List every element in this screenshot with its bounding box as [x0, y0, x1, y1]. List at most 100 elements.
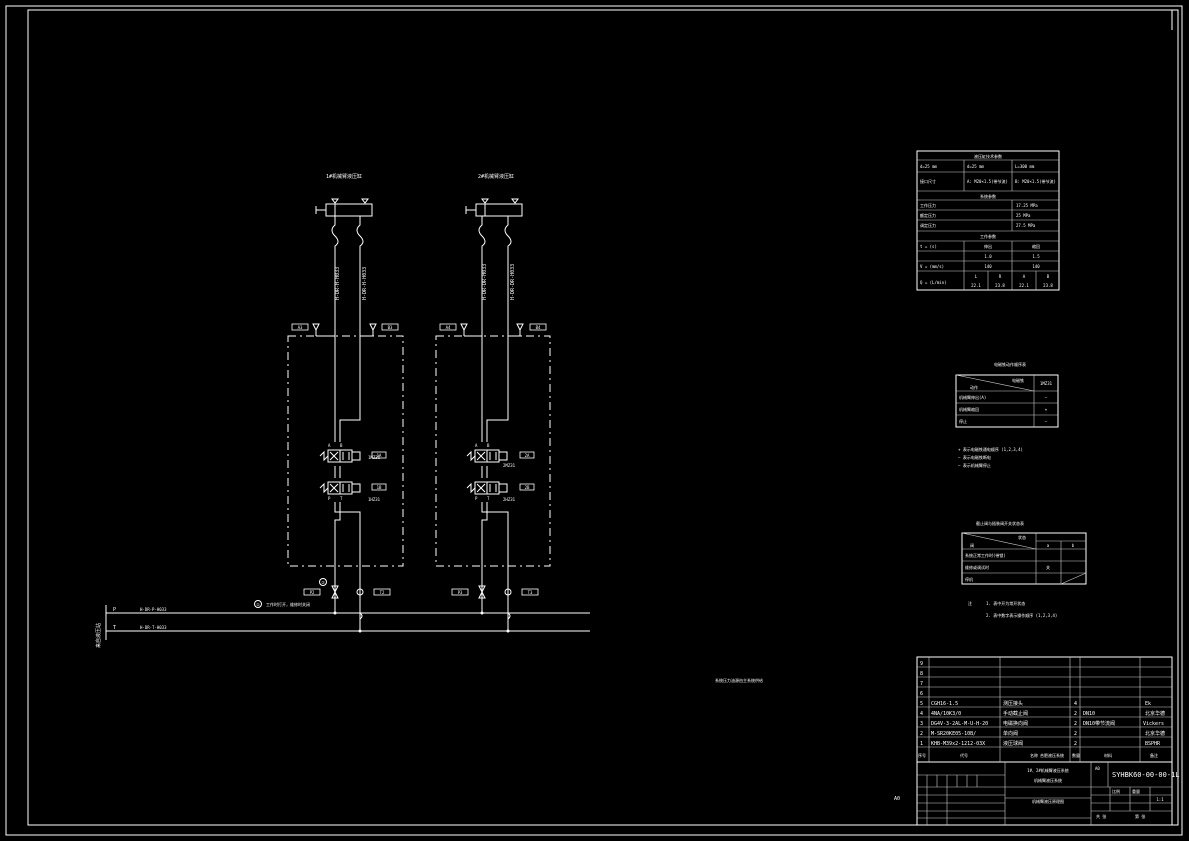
- svg-text:Ek: Ek: [1145, 701, 1151, 707]
- solenoid-table: 电磁铁动作顺序表 动作 电磁铁 1MZ31 机械臂伸出(A) — 机械臂缩回 +…: [955, 361, 1059, 468]
- valve-block-left: [287, 335, 404, 567]
- svg-text:A3: A3: [298, 325, 303, 330]
- svg-text:4: 4: [920, 711, 923, 717]
- inner-frame: [27, 9, 1179, 826]
- hose-label-2: H-DR-H-H033: [362, 267, 368, 300]
- valve-block-right: [435, 335, 551, 567]
- mid-note: 系统压力油源由主系统供给: [715, 677, 763, 683]
- svg-text:A: M20×1.5(带节流): A: M20×1.5(带节流): [967, 178, 1008, 184]
- svg-text:L=300 mm: L=300 mm: [1015, 164, 1035, 169]
- svg-text:Q = (L/min): Q = (L/min): [920, 280, 947, 285]
- svg-text:6: 6: [920, 691, 923, 697]
- svg-text:5: 5: [920, 701, 923, 707]
- svg-text:工作参数: 工作参数: [980, 233, 996, 239]
- actuator-right-title: 2#机械臂液压缸: [478, 173, 514, 180]
- valve-tag-1: 1MZ31: [368, 455, 381, 460]
- svg-text:A4: A4: [446, 325, 451, 330]
- valve-2HZ31: P T 2HZ31: [466, 481, 516, 502]
- svg-text:2. 表中数字表示操作顺序 (1,2,3,4): 2. 表中数字表示操作顺序 (1,2,3,4): [986, 612, 1057, 618]
- svg-text:17.25 MPa: 17.25 MPa: [1016, 203, 1038, 208]
- svg-text:阀: 阀: [970, 542, 974, 548]
- svg-text:第 张: 第 张: [1135, 813, 1145, 819]
- svg-text:1A: 1A: [377, 453, 382, 458]
- svg-text:截止阀与插装阀开关状态表: 截止阀与插装阀开关状态表: [976, 520, 1024, 526]
- svg-text:23.8: 23.8: [995, 283, 1005, 288]
- svg-text:d=25 mm: d=25 mm: [920, 164, 937, 169]
- svg-text:1:1: 1:1: [1156, 797, 1164, 802]
- svg-text:注: 注: [968, 600, 972, 606]
- hose-label-4: H-DR-DR-H033: [510, 264, 516, 300]
- svg-text:1.0: 1.0: [984, 254, 992, 259]
- svg-text:+: +: [1045, 407, 1048, 412]
- corner-mark: A0: [894, 796, 900, 802]
- svg-text:M-SR20KE05-10B/: M-SR20KE05-10B/: [931, 731, 976, 737]
- t-line-label: T: [113, 625, 116, 631]
- svg-text:数量: 数量: [1072, 752, 1080, 758]
- test-points-top: [312, 323, 524, 337]
- hose-label-1: H-DR-H-H033: [335, 267, 341, 300]
- svg-text:接口尺寸: 接口尺寸: [920, 178, 936, 184]
- svg-text:B: B: [340, 443, 343, 448]
- svg-text:代号: 代号: [960, 752, 968, 758]
- svg-text:140: 140: [1032, 264, 1040, 269]
- svg-text:7: 7: [920, 681, 923, 687]
- svg-text:— 表示机械臂停止: — 表示机械臂停止: [958, 462, 991, 468]
- svg-text:KHB-M39x2-1212-03X: KHB-M39x2-1212-03X: [931, 741, 985, 747]
- valve-1MZ31: A B 1MZ31: [319, 443, 381, 463]
- svg-text:T: T: [487, 496, 490, 501]
- svg-text:B3: B3: [388, 325, 393, 330]
- svg-text:1. 表中开为常开状态: 1. 表中开为常开状态: [986, 600, 1025, 606]
- svg-text:P3: P3: [458, 590, 463, 595]
- hydraulic-schematic: 1#机械臂液压缸 2#机械臂液压缸 H-DR-H-H033 H-DR-H-H03…: [95, 173, 763, 683]
- svg-text:动作: 动作: [970, 384, 978, 390]
- svg-text:电磁换向阀: 电磁换向阀: [1003, 720, 1028, 727]
- svg-text:停机: 停机: [965, 576, 973, 582]
- port-tags-top: A3 B3 A4 B4: [291, 323, 547, 331]
- svg-text:调定压力: 调定压力: [920, 222, 936, 228]
- svg-text:—: —: [1045, 419, 1048, 424]
- svg-text:P2: P2: [310, 590, 315, 595]
- svg-text:2B: 2B: [525, 485, 530, 490]
- valve-tag-4: 2HZ31: [503, 497, 516, 502]
- svg-text:+ 表示电磁铁通电顺序 (1,2,3,4): + 表示电磁铁通电顺序 (1,2,3,4): [958, 446, 1023, 452]
- svg-text:1B: 1B: [377, 485, 382, 490]
- svg-text:A0: A0: [1095, 766, 1100, 771]
- drawing-number: SYHBK60-00-00-1L: [1112, 771, 1179, 779]
- svg-text:d=25 mm: d=25 mm: [967, 164, 984, 169]
- svg-text:DN10: DN10: [1083, 711, 1095, 717]
- side-tags: 1A 1B 2A 2B: [371, 451, 535, 491]
- actuator-left-title: 1#机械臂液压缸: [326, 173, 362, 180]
- svg-text:a: a: [1047, 543, 1050, 548]
- svg-text:Vickers: Vickers: [1143, 721, 1164, 727]
- svg-text:1#、2#机械臂液压系统: 1#、2#机械臂液压系统: [1027, 767, 1069, 773]
- svg-text:1.5: 1.5: [1032, 254, 1040, 259]
- svg-text:—: —: [1045, 395, 1048, 400]
- svg-text:名称: 名称: [1030, 752, 1038, 758]
- svg-text:机械臂液压原理图: 机械臂液压原理图: [1032, 798, 1064, 804]
- svg-text:停止: 停止: [959, 418, 967, 424]
- svg-text:t = (s): t = (s): [920, 244, 937, 249]
- svg-text:北京华德: 北京华德: [1145, 710, 1165, 717]
- cylinder-right: [465, 198, 523, 217]
- svg-text:8: 8: [920, 671, 923, 677]
- svg-text:2: 2: [1074, 731, 1077, 737]
- svg-text:22.1: 22.1: [971, 283, 981, 288]
- svg-text:机械臂缩回: 机械臂缩回: [959, 406, 979, 412]
- svg-text:T: T: [340, 496, 343, 501]
- port-tags-bottom: P2 T2 P3 T3: [303, 588, 539, 596]
- svg-text:机械臂液压系统: 机械臂液压系统: [1034, 777, 1062, 783]
- svg-text:重量: 重量: [1132, 788, 1140, 794]
- svg-text:液压缸技术参数: 液压缸技术参数: [974, 153, 1002, 159]
- svg-text:4NA/10K3/0: 4NA/10K3/0: [931, 711, 961, 717]
- svg-text:B: M20×1.5(带节流): B: M20×1.5(带节流): [1015, 178, 1056, 184]
- svg-text:— 表示电磁铁断电: — 表示电磁铁断电: [958, 454, 991, 460]
- svg-text:B4: B4: [536, 325, 541, 330]
- svg-text:P: P: [475, 496, 478, 501]
- svg-text:序号: 序号: [918, 752, 926, 758]
- svg-text:关: 关: [1046, 564, 1050, 570]
- svg-text:额定压力: 额定压力: [920, 212, 936, 218]
- svg-text:4: 4: [1074, 701, 1077, 707]
- svg-text:电磁铁: 电磁铁: [1012, 377, 1024, 383]
- svg-text:2A: 2A: [525, 453, 530, 458]
- svg-text:1: 1: [920, 741, 923, 747]
